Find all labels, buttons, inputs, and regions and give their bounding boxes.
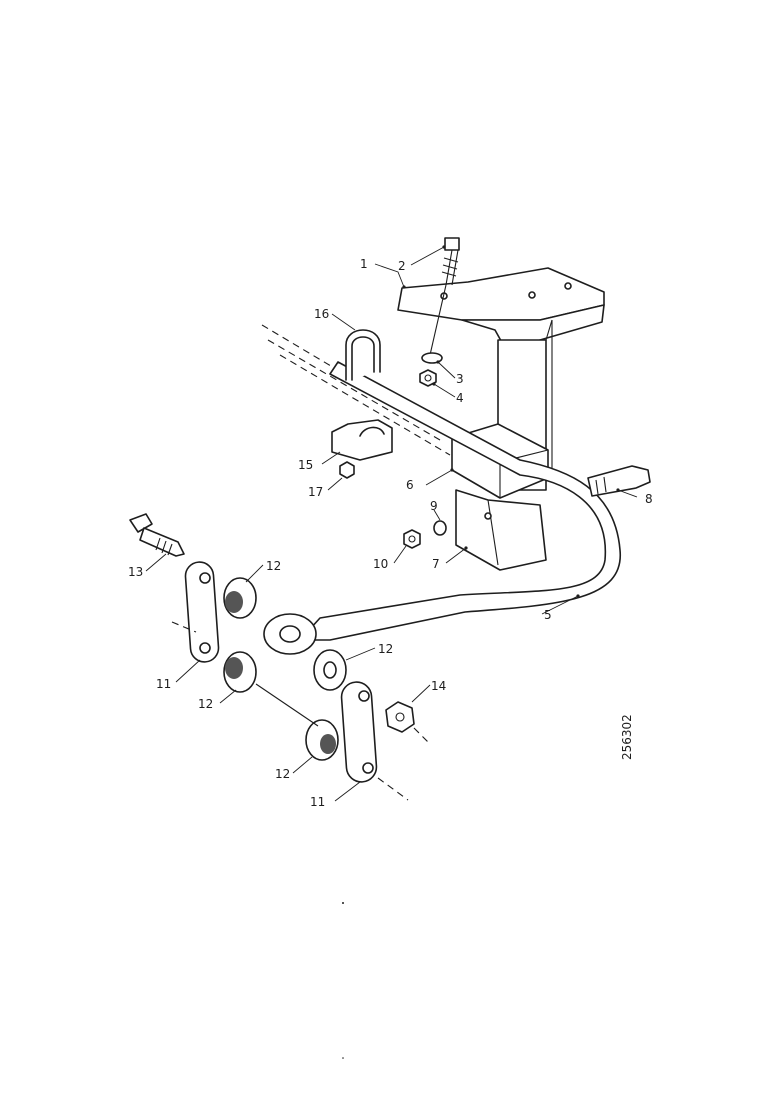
washer-9 (433, 520, 447, 536)
callout-7: 7 (432, 557, 440, 571)
callout-3: 3 (456, 372, 464, 386)
clamp-lower-7 (455, 489, 547, 571)
callout-13: 13 (128, 565, 143, 579)
stabilizer-bar-5 (263, 361, 621, 655)
nut-4 (419, 369, 437, 387)
callout-8: 8 (645, 492, 653, 506)
reference-code: 256302 (620, 714, 634, 760)
washer-3 (421, 352, 443, 364)
nut-10 (403, 529, 421, 549)
link-11-right (340, 681, 378, 783)
callout-12-top-left: 12 (266, 559, 281, 573)
bushing-12-top-left (223, 577, 257, 619)
bolt-13 (129, 513, 185, 557)
leader-lines (145, 246, 638, 802)
u-bolt-16 (345, 329, 381, 381)
bolt-8 (587, 465, 651, 497)
callout-11-left: 11 (156, 677, 171, 691)
callout-6: 6 (406, 478, 414, 492)
callout-labels: 1 2 3 4 5 6 7 8 9 10 11 11 12 12 12 12 1… (128, 257, 653, 809)
callout-9: 9 (430, 499, 438, 513)
callout-10: 10 (373, 557, 388, 571)
callout-11-right: 11 (310, 795, 325, 809)
bushing-12-bottom-right (305, 719, 339, 761)
callout-12-bottom-left: 12 (198, 697, 213, 711)
scan-speck (342, 902, 344, 904)
callout-5: 5 (544, 608, 552, 622)
bolt-2 (429, 237, 460, 356)
callout-16: 16 (314, 307, 329, 321)
callout-1: 1 (360, 257, 368, 271)
nut-17 (339, 461, 355, 479)
center-lines (171, 621, 431, 801)
link-11-left (184, 561, 220, 663)
callout-12-top-right: 12 (378, 642, 393, 656)
nut-14 (385, 701, 415, 733)
callout-4: 4 (456, 391, 464, 405)
bushing-12-bottom-left (223, 651, 257, 693)
callout-15: 15 (298, 458, 313, 472)
callout-17: 17 (308, 485, 323, 499)
leader-dots (402, 245, 620, 598)
saddle-15 (331, 419, 393, 461)
callout-14: 14 (431, 679, 446, 693)
callout-12-bottom-right: 12 (275, 767, 290, 781)
bushing-12-top-right (313, 649, 347, 691)
callout-2: 2 (398, 259, 406, 273)
scan-speck (342, 1057, 344, 1059)
